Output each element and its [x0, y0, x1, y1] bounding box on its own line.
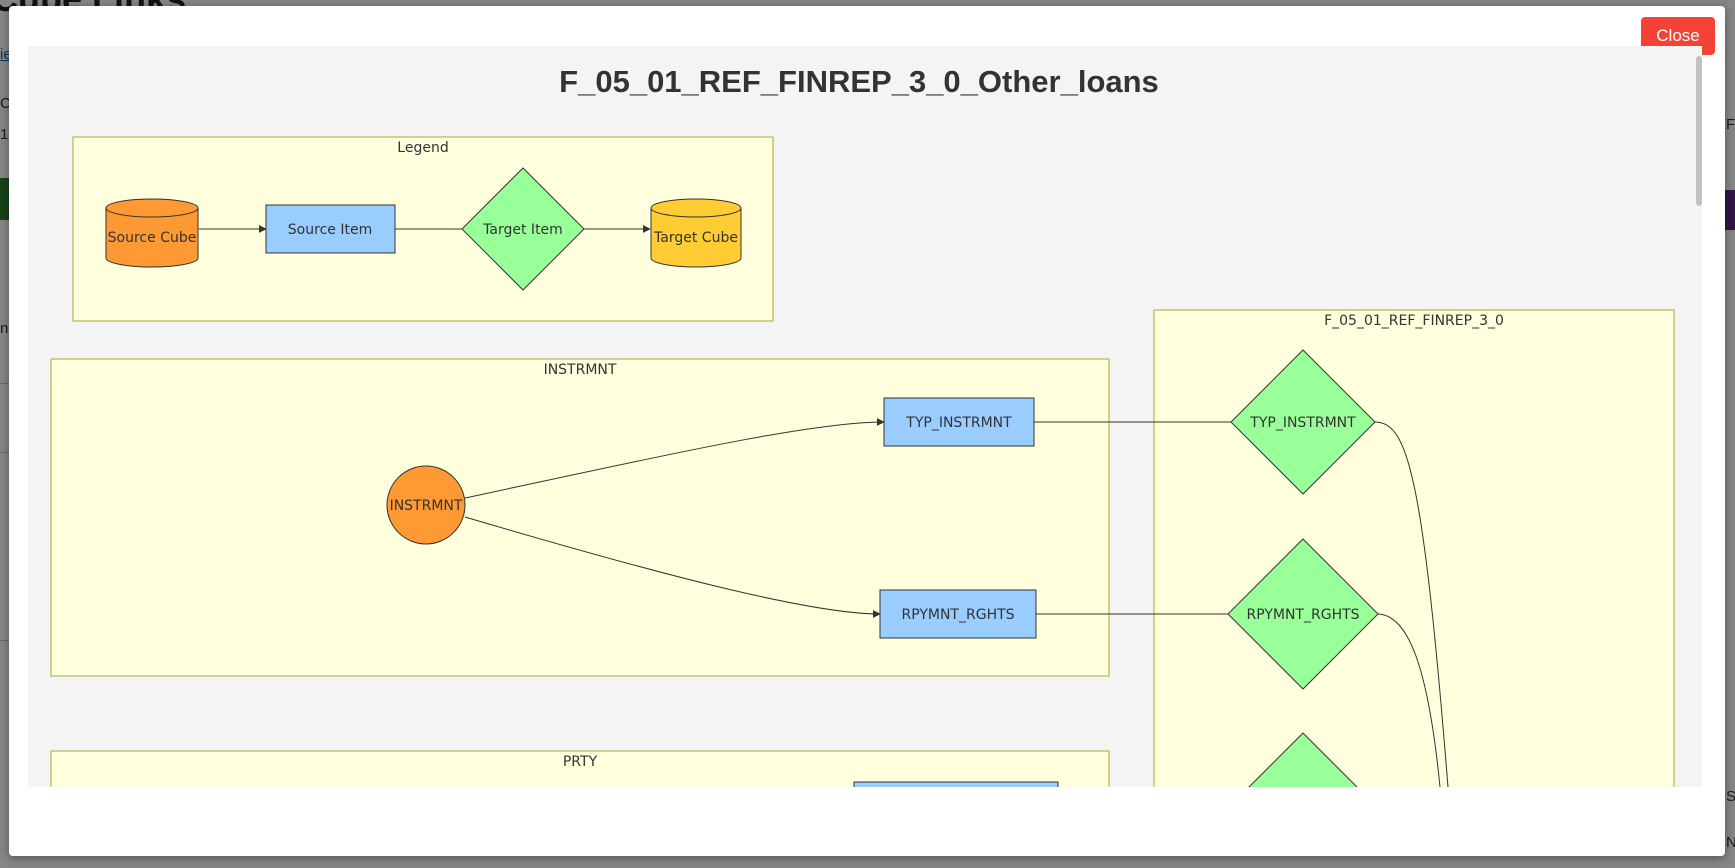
target-item-partial-node[interactable]: [1228, 732, 1378, 787]
edge-instrmnt-rpymnt: [464, 516, 881, 618]
prty-cluster: [50, 750, 1110, 787]
background-text-fragment: 1: [0, 126, 9, 143]
source-item-typ-instrmnt-label: TYP_INSTRMNT: [905, 415, 1012, 431]
source-cube-instrmnt-label: INSTRMNT: [390, 498, 463, 514]
background-text-fragment: F: [1726, 116, 1735, 133]
background-text-fragment: N: [1726, 834, 1735, 851]
source-item-typ-instrmnt-node[interactable]: TYP_INSTRMNT: [883, 397, 1035, 447]
source-cube-instrmnt-node[interactable]: INSTRMNT: [386, 465, 466, 545]
source-item-rpymnt-rghts-node[interactable]: RPYMNT_RGHTS: [879, 589, 1037, 639]
source-item-rpymnt-rghts-label: RPYMNT_RGHTS: [901, 607, 1014, 623]
diagram-viewport[interactable]: F_05_01_REF_FINREP_3_0_Other_loans Legen…: [28, 46, 1702, 787]
legend-target-item-label: Target Item: [482, 222, 563, 238]
lineage-diagram: F_05_01_REF_FINREP_3_0_Other_loans Legen…: [50, 64, 1675, 787]
diagram-scrollbar-track[interactable]: [1694, 46, 1702, 787]
background-text-fragment: C: [0, 95, 11, 112]
target-item-typ-instrmnt-label: TYP_INSTRMNT: [1249, 415, 1356, 431]
legend-target-cube-label: Target Cube: [653, 230, 738, 246]
target-item-typ-instrmnt-node[interactable]: TYP_INSTRMNT: [1230, 349, 1376, 495]
target-item-rpymnt-rghts-node[interactable]: RPYMNT_RGHTS: [1227, 538, 1379, 690]
legend-target-cube-node: Target Cube: [650, 198, 742, 268]
legend-source-cube-label: Source Cube: [108, 230, 197, 246]
background-purple-button[interactable]: [1723, 190, 1735, 230]
source-item-prty-node[interactable]: [853, 781, 1059, 787]
background-text-fragment: S: [1726, 788, 1735, 805]
edge-instrmnt-typ: [464, 418, 885, 499]
diagram-scrollbar-thumb[interactable]: [1696, 56, 1702, 206]
target-item-rpymnt-rghts-label: RPYMNT_RGHTS: [1246, 607, 1359, 623]
diagram-title: F_05_01_REF_FINREP_3_0_Other_loans: [559, 64, 1159, 99]
background-link[interactable]: ie: [0, 46, 12, 63]
edge-rpymnt-to-cube: [1376, 613, 1441, 787]
target-cluster-label: F_05_01_REF_FINREP_3_0: [1324, 313, 1504, 329]
instrmnt-cluster-label: INSTRMNT: [544, 362, 617, 378]
legend-source-item-label: Source Item: [288, 222, 372, 238]
prty-cluster-label: PRTY: [563, 754, 598, 770]
target-cluster: [1153, 309, 1675, 787]
legend-source-cube-node: Source Cube: [105, 198, 199, 268]
legend-label: Legend: [397, 140, 448, 156]
cube-links-modal: Close F_05_01_REF_FINREP_3_0_Other_loans…: [9, 6, 1725, 856]
legend-target-item-node: Target Item: [461, 167, 585, 291]
edge-typ-to-cube: [1374, 421, 1449, 787]
legend-source-item-node: Source Item: [265, 204, 396, 254]
